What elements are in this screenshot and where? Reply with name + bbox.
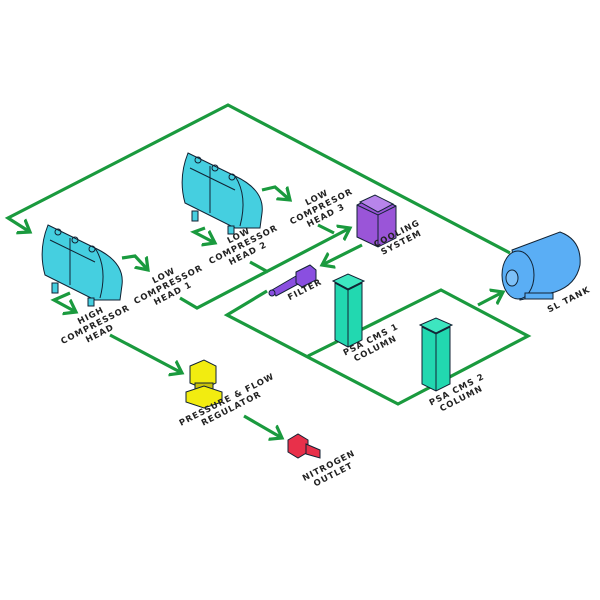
pipe-low2-out xyxy=(190,226,215,243)
pipe-high-to-low1 xyxy=(121,254,148,270)
pipe-cooling-to-filter xyxy=(322,243,363,265)
pipe-low2-to-low3 xyxy=(261,185,290,200)
psa-cms-2-column[interactable] xyxy=(418,317,454,392)
cooling-system[interactable] xyxy=(356,194,397,248)
psa-cms-1-column[interactable] xyxy=(331,273,366,348)
sl-tank[interactable] xyxy=(501,231,581,301)
high-compressor-head[interactable] xyxy=(41,224,123,307)
pipe-head3-join xyxy=(317,223,335,235)
pipe-high-out xyxy=(50,291,76,312)
pipes xyxy=(4,103,532,438)
pipe-head2-join xyxy=(249,260,269,274)
return-loop-pipe xyxy=(4,103,511,255)
pipe-regulator-to-outlet xyxy=(243,414,282,438)
pressure-flow-regulator[interactable] xyxy=(185,359,223,409)
pipe-heads-to-cooling xyxy=(179,228,350,310)
pipe-to-tank xyxy=(477,292,503,307)
filter[interactable] xyxy=(268,264,317,297)
pipe-high-to-regulator xyxy=(109,333,182,373)
label-high-head: HIGHCOMPRESSORHEAD xyxy=(55,294,136,355)
nitrogen-outlet[interactable] xyxy=(287,433,321,459)
pipe-psa-loop xyxy=(223,288,532,406)
low-compressor-head-2[interactable] xyxy=(181,152,263,235)
